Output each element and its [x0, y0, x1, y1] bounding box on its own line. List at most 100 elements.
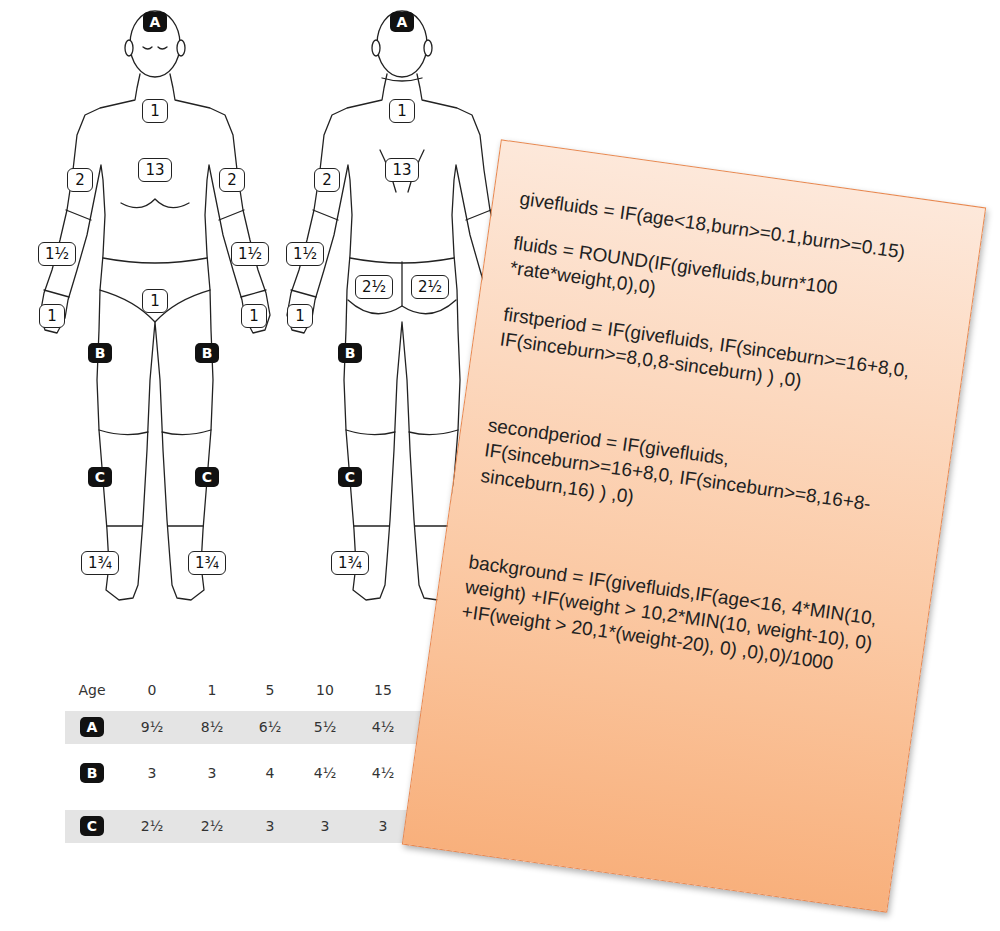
callout-number: 1½ — [293, 245, 317, 263]
formula-text: firstperiod = IF(givefluids, IF(sincebur… — [498, 302, 937, 412]
callout-number: C — [86, 818, 98, 834]
elbow-line — [219, 210, 244, 220]
head — [377, 11, 427, 77]
region-badge: A — [80, 717, 104, 737]
ankle-line — [107, 525, 142, 526]
callout-number: 1 — [46, 307, 58, 325]
ankle-line — [354, 525, 389, 526]
table-cell: 3 — [379, 818, 388, 834]
region-badge: C — [88, 467, 112, 487]
table-header: Age — [78, 682, 105, 698]
percent-callout: 2 — [314, 168, 340, 192]
eye — [143, 47, 152, 49]
elbow-line — [66, 210, 91, 220]
table-cell: 3 — [148, 765, 157, 781]
table-cell: 6½ — [259, 719, 281, 735]
callout-number: 2 — [321, 171, 333, 189]
table-cell: 9½ — [141, 719, 163, 735]
region-badge: A — [390, 12, 414, 32]
callout-number: B — [86, 765, 98, 781]
ankle-line — [168, 525, 203, 526]
callout-number: 2½ — [418, 278, 442, 296]
callout-number: 13 — [145, 161, 164, 179]
table-header: 15 — [374, 682, 392, 698]
callout-number: 1 — [149, 292, 161, 310]
percent-callout: 1 — [39, 304, 65, 328]
percent-callout: 2 — [67, 168, 93, 192]
callout-number: 1 — [396, 102, 408, 120]
percent-callout: 1 — [389, 99, 415, 123]
callout-number: 1 — [149, 102, 161, 120]
wrist-line — [44, 290, 69, 297]
percent-callout: 2½ — [355, 275, 393, 299]
callout-number: B — [201, 345, 213, 361]
callout-number: 2 — [226, 171, 238, 189]
percent-callout: 1½ — [286, 242, 324, 266]
ear — [372, 40, 380, 56]
callout-number: 1 — [294, 307, 306, 325]
percent-callout: 13 — [138, 158, 171, 182]
table-cell: 4½ — [372, 765, 394, 781]
chest-line — [121, 199, 189, 208]
eye — [158, 47, 167, 49]
callout-number: 1¾ — [338, 554, 362, 572]
callout-number: B — [94, 345, 106, 361]
sticky-note: givefluids = IF(age<18,burn>=0.1,burn>=0… — [402, 139, 986, 912]
region-badge: C — [80, 816, 104, 836]
buttock-line — [401, 262, 402, 306]
ear — [125, 40, 133, 56]
wrist-line — [291, 290, 316, 297]
callout-number: 2 — [74, 171, 86, 189]
table-cell: 3 — [208, 765, 217, 781]
table-cell: 8½ — [201, 719, 223, 735]
brief-line — [100, 290, 210, 322]
table-cell: 5½ — [314, 719, 336, 735]
table-cell: 3 — [266, 818, 275, 834]
table-cell: 2½ — [201, 818, 223, 834]
percent-callout: 1½ — [231, 242, 269, 266]
waist-line — [103, 258, 207, 263]
percent-callout: 1 — [287, 304, 313, 328]
formula-text: background = IF(givefluids,IF(age<16, 4*… — [460, 549, 902, 684]
callout-number: 1½ — [238, 245, 262, 263]
callout-number: A — [396, 14, 408, 30]
percent-callout: 1 — [142, 99, 168, 123]
callout-number: A — [86, 719, 98, 735]
ankle-line — [415, 525, 450, 526]
head — [130, 11, 180, 77]
table-header: 1 — [208, 682, 217, 698]
callout-number: C — [201, 469, 213, 485]
callout-number: 1 — [248, 307, 260, 325]
percent-callout: 13 — [385, 158, 418, 182]
callout-number: 1¾ — [88, 554, 112, 572]
percent-callout: 1½ — [38, 242, 76, 266]
knee-line — [409, 430, 458, 435]
percent-callout: 2½ — [411, 275, 449, 299]
table-cell: 4½ — [372, 719, 394, 735]
region-badge: B — [338, 343, 362, 363]
knee-line — [346, 430, 395, 435]
table-cell: 4½ — [314, 765, 336, 781]
percent-callout: 1¾ — [81, 551, 119, 575]
region-badge: B — [80, 763, 104, 783]
hair-line — [382, 78, 422, 81]
callout-number: C — [94, 469, 106, 485]
percent-callout: 2 — [219, 168, 245, 192]
table-band — [65, 711, 455, 744]
percent-callout: 1¾ — [188, 551, 226, 575]
callout-number: 2½ — [362, 278, 386, 296]
callout-number: 1¾ — [195, 554, 219, 572]
percent-callout: 1 — [241, 304, 267, 328]
table-header: 5 — [266, 682, 275, 698]
callout-number: 1½ — [45, 245, 69, 263]
formula-text: secondperiod = IF(givefluids, IF(sincebu… — [479, 413, 921, 548]
table-cell: 4 — [266, 765, 275, 781]
ear — [177, 40, 185, 56]
region-badge: C — [338, 467, 362, 487]
table-cell: 3 — [321, 818, 330, 834]
table-band — [65, 810, 455, 843]
elbow-line — [466, 210, 491, 220]
body-outline — [40, 74, 270, 600]
elbow-line — [313, 210, 338, 220]
region-badge: A — [143, 12, 167, 32]
